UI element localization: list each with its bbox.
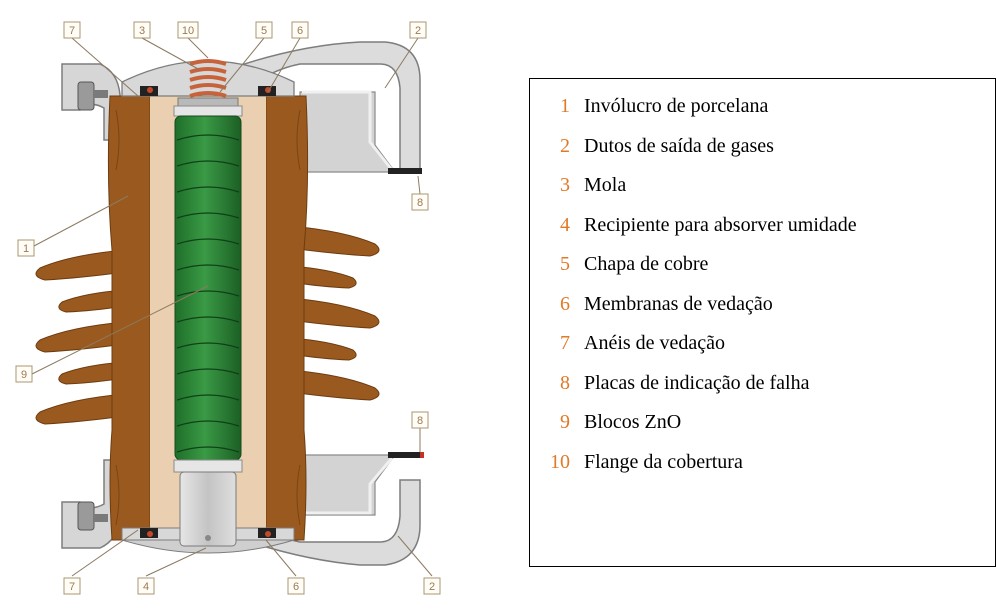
svg-text:8: 8: [417, 197, 423, 209]
callout-8-right-top: 8: [411, 193, 429, 211]
legend-label: Membranas de vedação: [584, 292, 773, 315]
moisture-absorber: [179, 471, 237, 547]
zno-block-column: [174, 115, 242, 461]
legend-number: 9: [560, 411, 570, 434]
legend-label: Anéis de vedação: [584, 332, 726, 355]
legend-number: 6: [560, 292, 570, 315]
callout-9-left: 9: [15, 365, 33, 383]
legend-label: Mola: [584, 174, 627, 197]
callout-1-left: 1: [17, 239, 35, 257]
legend-item: 7 Anéis de vedação: [530, 324, 857, 364]
legend-list: 1 Invólucro de porcelana 2 Dutos de saída …: [530, 87, 857, 482]
legend-number: 4: [560, 213, 570, 236]
legend-label: Chapa de cobre: [584, 253, 709, 276]
legend-item: 1 Invólucro de porcelana: [530, 87, 857, 127]
callout-7-top: 7: [63, 21, 81, 39]
svg-text:9: 9: [21, 369, 27, 381]
porcelain-housing: [35, 95, 380, 541]
svg-text:2: 2: [415, 25, 421, 37]
svg-text:2: 2: [429, 581, 435, 593]
callout-7-bottom: 7: [63, 577, 81, 595]
callout-8-right-bottom: 8: [411, 411, 429, 429]
gas-exhaust-duct-top: [230, 41, 421, 173]
left-fitting-top: [61, 63, 121, 141]
svg-text:6: 6: [297, 25, 303, 37]
legend-label: Flange da cobertura: [584, 450, 743, 473]
legend-number: 8: [560, 371, 570, 394]
legend-number: 3: [560, 174, 570, 197]
copper-plate: [177, 97, 239, 107]
callout-2-bottom: 2: [423, 577, 441, 595]
callout-10-top: 10: [177, 21, 199, 39]
left-fitting-bottom: [61, 459, 121, 549]
arrester-cross-section-diagram: 7 3 10 5 6 2 1 9 8 8 7 4 6 2: [15, 21, 441, 595]
svg-text:1: 1: [23, 243, 29, 255]
svg-text:10: 10: [182, 25, 194, 37]
legend-label: Invólucro de porcelana: [584, 95, 769, 118]
legend-label: Placas de indicação de falha: [584, 371, 810, 394]
legend-item: 9 Blocos ZnO: [530, 403, 857, 443]
svg-text:6: 6: [293, 581, 299, 593]
legend-number: 7: [560, 332, 570, 355]
legend-item: 4 Recipiente para absorver umidade: [530, 206, 857, 246]
legend-label: Recipiente para absorver umidade: [584, 213, 857, 236]
legend-box: 1 Invólucro de porcelana 2 Dutos de saída …: [529, 78, 996, 567]
callout-4-bottom: 4: [137, 577, 155, 595]
svg-text:5: 5: [261, 25, 267, 37]
callout-6-bottom: 6: [287, 577, 305, 595]
legend-item: 6 Membranas de vedação: [530, 285, 857, 325]
legend-label: Dutos de saída de gases: [584, 134, 774, 157]
callout-3-top: 3: [133, 21, 151, 39]
legend-item: 10 Flange da cobertura: [530, 443, 857, 483]
svg-text:8: 8: [417, 415, 423, 427]
legend-number: 2: [560, 134, 570, 157]
legend-number: 5: [560, 253, 570, 276]
fault-indication-plate-bottom: [388, 452, 422, 458]
legend-item: 2 Dutos de saída de gases: [530, 127, 857, 167]
svg-text:7: 7: [69, 25, 75, 37]
legend-number: 10: [550, 450, 570, 473]
legend-item: 5 Chapa de cobre: [530, 245, 857, 285]
legend-item: 8 Placas de indicação de falha: [530, 364, 857, 404]
legend-number: 1: [560, 95, 570, 118]
legend-item: 3 Mola: [530, 166, 857, 206]
callout-2-top: 2: [409, 21, 427, 39]
svg-text:4: 4: [143, 581, 149, 593]
svg-text:3: 3: [139, 25, 145, 37]
callout-6-top: 6: [291, 21, 309, 39]
spring: [189, 59, 227, 98]
fault-indication-plate-top: [388, 168, 422, 174]
svg-text:7: 7: [69, 581, 75, 593]
callout-5-top: 5: [255, 21, 273, 39]
legend-label: Blocos ZnO: [584, 411, 682, 434]
